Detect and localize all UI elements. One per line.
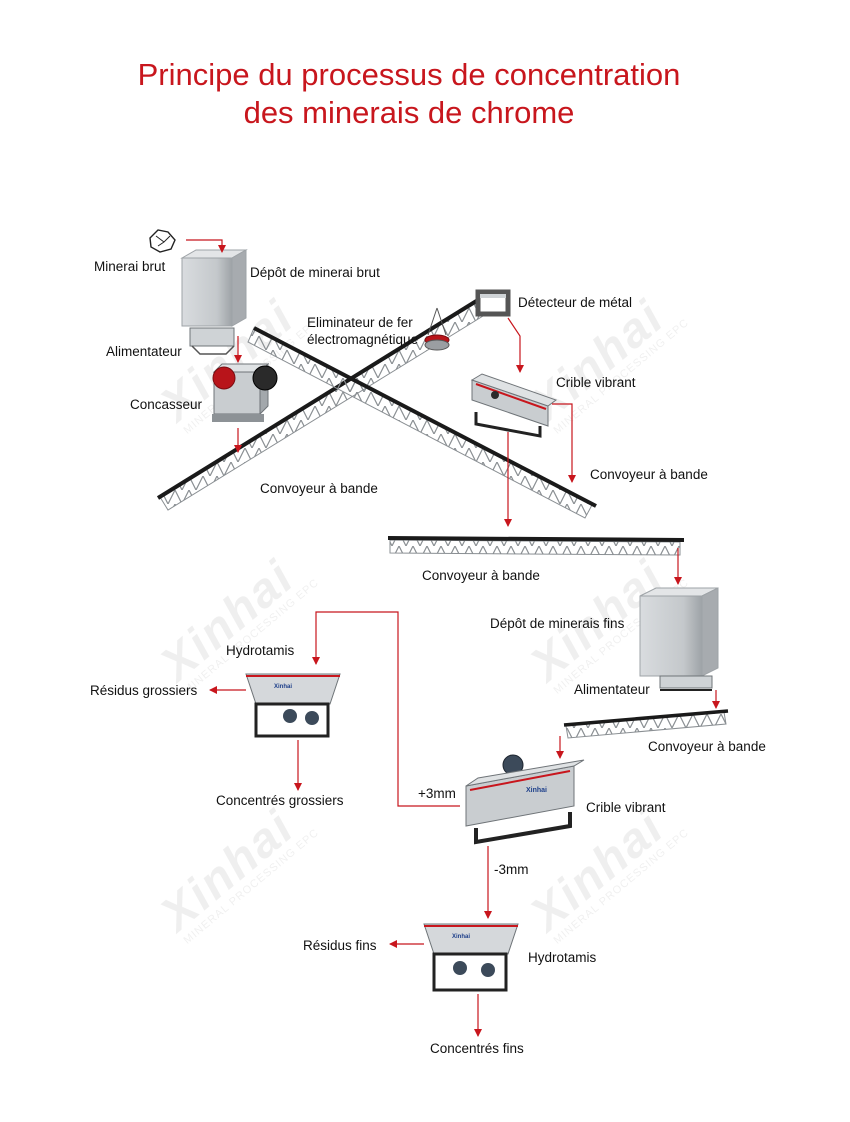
vibrating-screen-2: Xinhai <box>465 754 585 845</box>
brand-logo-text: Xinhai <box>526 787 547 794</box>
label-feeder-2: Alimentateur <box>574 682 650 697</box>
arrow-screen-oversize <box>552 403 576 483</box>
label-raw-ore-depot: Dépôt de minerai brut <box>250 265 380 280</box>
label-coarse-tailings: Résidus grossiers <box>90 683 198 698</box>
fines-depot-bin <box>639 587 719 677</box>
label-vibrating-screen-2: Crible vibrant <box>586 800 666 815</box>
label-fines-depot: Dépôt de minerais fins <box>490 616 625 631</box>
label-electromagnet-1: Eliminateur de fer <box>307 315 413 330</box>
label-conveyor-2: Convoyeur à bande <box>590 467 708 482</box>
label-coarse-concentrate: Concentrés grossiers <box>216 793 344 808</box>
label-fine-concentrate: Concentrés fins <box>430 1041 524 1056</box>
label-metal-detector: Détecteur de métal <box>518 295 633 310</box>
flow-arrows <box>186 239 720 1037</box>
brand-logo-text: Xinhai <box>452 934 470 940</box>
belt-conveyor-4 <box>563 709 729 739</box>
vibrating-screen-1 <box>470 373 558 438</box>
label-conveyor-1: Convoyeur à bande <box>260 481 378 496</box>
label-vibrating-screen-1: Crible vibrant <box>556 375 636 390</box>
raw-ore-icon <box>149 229 176 253</box>
label-raw-ore: Minerai brut <box>94 259 166 274</box>
label-electromagnet-2: électromagnétique <box>307 332 419 347</box>
label-conveyor-3: Convoyeur à bande <box>422 568 540 583</box>
label-fine-tailings: Résidus fins <box>303 938 377 953</box>
label-feeder-1: Alimentateur <box>106 344 182 359</box>
feeder-1-machine <box>189 327 235 355</box>
brand-logo-text: Xinhai <box>274 684 292 690</box>
belt-conveyor-2 <box>247 326 597 519</box>
label-crusher: Concasseur <box>130 397 203 412</box>
title-line-1: Principe du processus de concentration <box>137 57 681 92</box>
label-jig-1: Hydrotamis <box>226 643 295 658</box>
arrow-raw-to-depot <box>186 239 226 253</box>
arrow-plus3mm-to-jig <box>312 611 460 807</box>
feeder-2-machine <box>659 675 713 691</box>
label-jig-2: Hydrotamis <box>528 950 597 965</box>
page-title: Principe du processus de concentration d… <box>0 56 818 132</box>
label-minus-3mm: -3mm <box>494 862 529 877</box>
crusher-machine <box>212 362 278 422</box>
metal-detector <box>475 289 511 317</box>
title-line-2: des minerais de chrome <box>243 95 575 130</box>
jig-2-machine: Xinhai <box>423 923 519 992</box>
raw-ore-depot-bin <box>180 249 248 327</box>
jig-1-machine: Xinhai <box>245 673 341 738</box>
belt-conveyor-3 <box>387 536 685 556</box>
arrow-detector-to-screen <box>507 317 524 373</box>
label-plus-3mm: +3mm <box>418 786 456 801</box>
label-conveyor-4: Convoyeur à bande <box>648 739 766 754</box>
electromagnetic-separator <box>424 307 450 351</box>
